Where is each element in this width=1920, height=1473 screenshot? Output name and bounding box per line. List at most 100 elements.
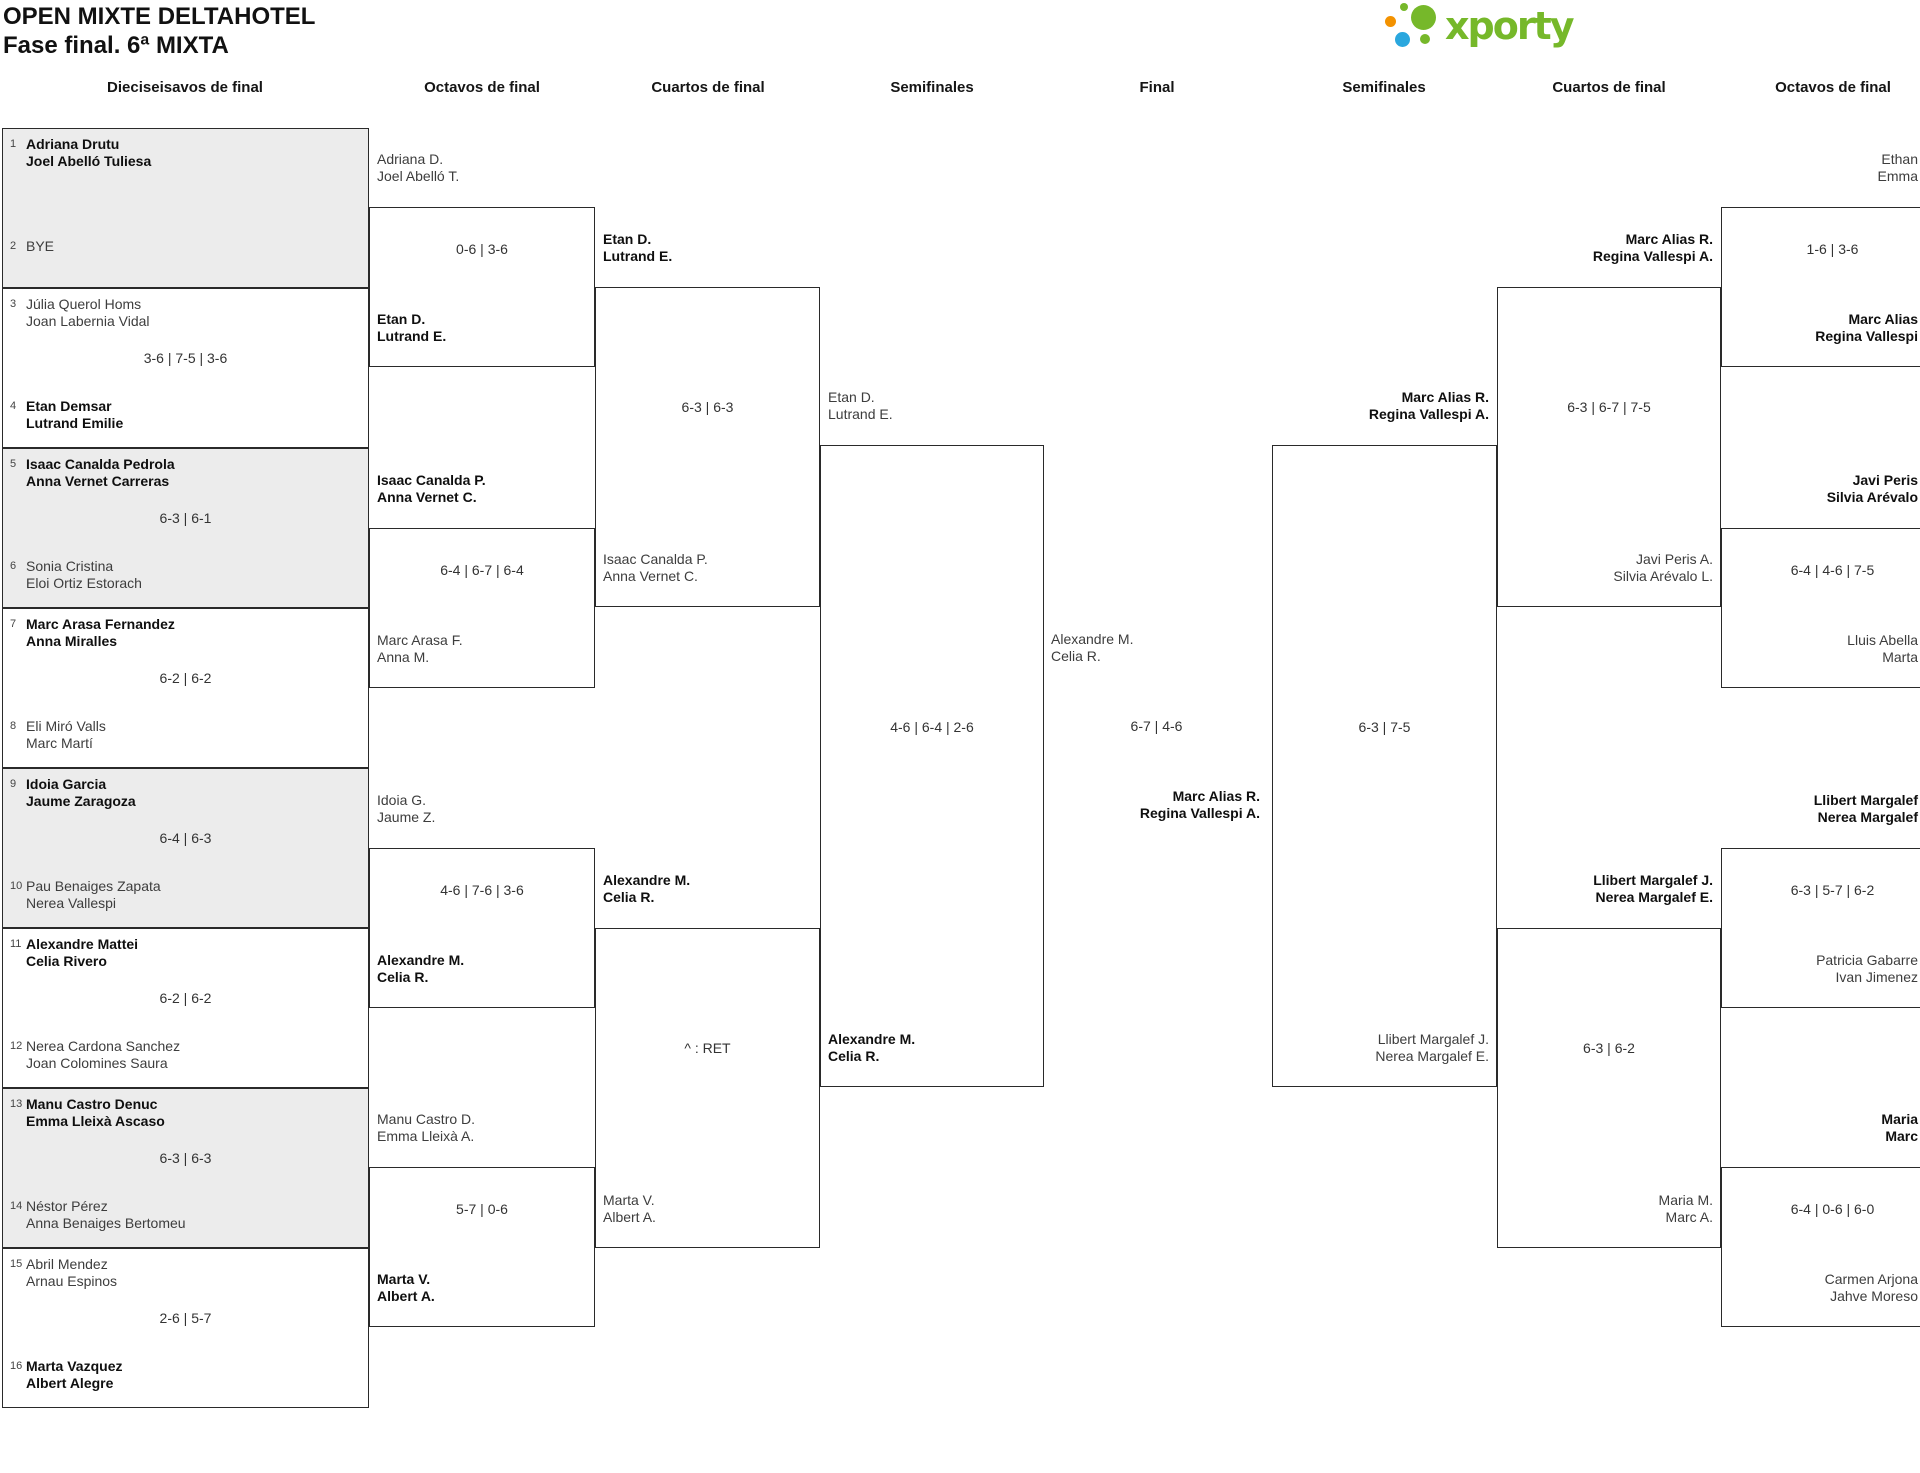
match-box xyxy=(369,207,595,367)
team-name: Nerea Cardona Sanchez xyxy=(26,1038,181,1054)
team-name: Nerea Margalef E. xyxy=(1595,889,1714,905)
team-name: Albert Alegre xyxy=(26,1375,114,1391)
team-name: Marc Arasa F. xyxy=(377,632,463,648)
team-name: Etan Demsar xyxy=(26,398,112,414)
team-name: Celia Rivero xyxy=(26,953,107,969)
xporty-logo: xporty xyxy=(1383,0,1574,58)
match-score: 6-3 | 6-1 xyxy=(159,510,212,526)
match-score: 6-2 | 6-2 xyxy=(159,670,212,686)
match-score: 6-3 | 6-3 xyxy=(681,399,734,415)
team-names: Etan D.Lutrand E. xyxy=(828,389,893,423)
team-name: Idoia G. xyxy=(377,792,427,808)
team-name: Nerea Vallespi xyxy=(26,895,117,911)
team-name: Alexandre M. xyxy=(603,872,691,888)
team-names: Idoia G.Jaume Z. xyxy=(377,792,435,826)
team-name: Joan Labernia Vidal xyxy=(26,313,150,329)
team-name: Lutrand E. xyxy=(828,406,893,422)
logo-orange-dot-icon xyxy=(1385,16,1396,27)
team-name: Idoia Garcia xyxy=(26,776,107,792)
logo-blue-dot-icon xyxy=(1395,32,1410,47)
round-header-qf-right: Cuartos de final xyxy=(1552,79,1666,96)
team-name: Joel Abelló T. xyxy=(377,168,460,184)
seed-number: 7 xyxy=(10,618,17,630)
team-name: Júlia Querol Homs xyxy=(26,296,142,312)
team-names: Alexandre M.Celia R. xyxy=(828,1031,915,1065)
team-names: Maria M.Marc A. xyxy=(1659,1192,1713,1226)
seed-number: 1 xyxy=(10,138,17,150)
team-name: Alexandre M. xyxy=(828,1031,916,1047)
team-name: Emma Lleixà A. xyxy=(377,1128,475,1144)
match-box xyxy=(369,848,595,1008)
team-names: Adriana D.Joel Abelló T. xyxy=(377,151,459,185)
team-name: Nerea Margalef E. xyxy=(1375,1048,1489,1064)
seed-number: 6 xyxy=(10,560,17,572)
match-box xyxy=(2,448,369,608)
team-names: Marc Arasa F.Anna M. xyxy=(377,632,463,666)
team-name: Regina Vallespi A. xyxy=(1139,805,1260,821)
team-name: Celia R. xyxy=(603,889,655,905)
team-name: BYE xyxy=(26,238,55,254)
team-name: Alexandre M. xyxy=(377,952,465,968)
match-box xyxy=(2,288,369,448)
match-score: 0-6 | 3-6 xyxy=(456,241,508,257)
round-header-r16-right: Octavos de final xyxy=(1775,79,1891,96)
match-box xyxy=(1721,848,1920,1008)
team-name: Marta Vazquez xyxy=(26,1358,123,1374)
team-name: Patricia Gabarre xyxy=(1816,952,1918,968)
team-name: Isaac Canalda P. xyxy=(603,551,708,567)
team-name: Javi Peris A. xyxy=(1635,551,1713,567)
team-name: Etan D. xyxy=(377,311,426,327)
team-name: Marc Martí xyxy=(26,735,93,751)
logo-green-dot-icon xyxy=(1411,5,1436,30)
match-score: 6-3 | 6-3 xyxy=(159,1150,212,1166)
match-score: 3-6 | 7-5 | 3-6 xyxy=(143,350,228,366)
logo-green-dot-icon xyxy=(1400,3,1408,11)
team-name: Marta xyxy=(1882,649,1918,665)
team-name: Llibert Margalef J. xyxy=(1593,872,1713,888)
match-score: 6-4 | 0-6 | 6-0 xyxy=(1790,1201,1875,1217)
round-header-sf-right: Semifinales xyxy=(1342,79,1426,96)
match-box xyxy=(2,1088,369,1248)
team-name: Celia R. xyxy=(377,969,429,985)
team-name: Marc xyxy=(1885,1128,1918,1144)
team-name: Joan Colomines Saura xyxy=(26,1055,168,1071)
team-names: BYE xyxy=(26,238,54,255)
match-box xyxy=(1721,207,1920,367)
match-score: 2-6 | 5-7 xyxy=(159,1310,212,1326)
match-score: ^ : RET xyxy=(684,1040,731,1056)
page-title: OPEN MIXTE DELTAHOTEL Fase final. 6ª MIX… xyxy=(3,2,315,60)
team-name: Ivan Jimenez xyxy=(1835,969,1918,985)
team-name: Anna Vernet C. xyxy=(603,568,698,584)
team-names: Marc Alias R.Regina Vallespi A. xyxy=(1369,389,1489,423)
seed-number: 9 xyxy=(10,778,17,790)
team-name: Ethan xyxy=(1881,151,1918,167)
team-names-finalist-left: Alexandre M.Celia R. xyxy=(1051,631,1133,665)
match-box xyxy=(1721,528,1920,688)
team-name: Albert A. xyxy=(377,1288,435,1304)
team-name: Jaume Z. xyxy=(377,809,436,825)
match-score: 6-4 | 6-7 | 6-4 xyxy=(440,562,524,578)
team-name: Alexandre Mattei xyxy=(26,936,139,952)
match-score: 5-7 | 0-6 xyxy=(456,1201,508,1217)
team-names: Javi Peris A.Silvia Arévalo L. xyxy=(1613,551,1713,585)
match-score: 4-6 | 7-6 | 3-6 xyxy=(440,882,524,898)
match-box xyxy=(1721,1167,1920,1327)
